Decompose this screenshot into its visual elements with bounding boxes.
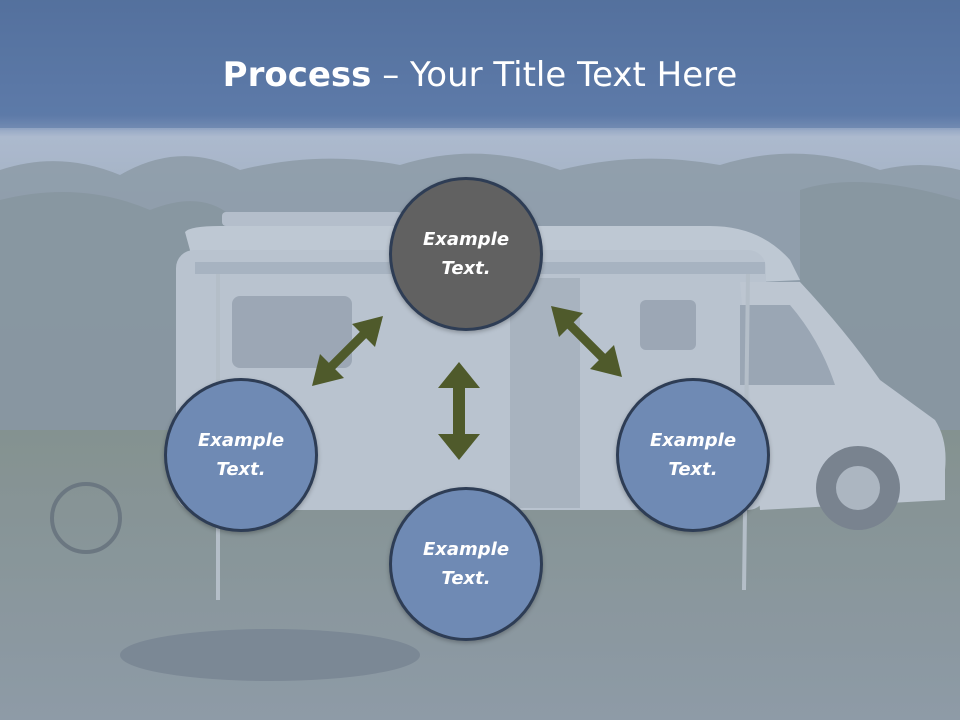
title-rest: Your Title Text Here <box>410 55 738 95</box>
title-dash: – <box>371 55 411 95</box>
node-left-label: Example Text. <box>197 430 285 480</box>
node-top-label: Example Text. <box>422 229 510 279</box>
node-top: Example Text. <box>389 177 543 331</box>
node-right-label: Example Text. <box>649 430 737 480</box>
node-left: Example Text. <box>164 378 318 532</box>
node-bottom-label: Example Text. <box>422 539 510 589</box>
node-bottom: Example Text. <box>389 487 543 641</box>
arrow-top-left <box>312 316 383 386</box>
node-right: Example Text. <box>616 378 770 532</box>
page-title: Process – Your Title Text Here <box>0 52 960 98</box>
arrow-vertical <box>438 362 480 460</box>
arrow-top-right <box>551 306 622 377</box>
title-bold: Process <box>222 55 372 95</box>
